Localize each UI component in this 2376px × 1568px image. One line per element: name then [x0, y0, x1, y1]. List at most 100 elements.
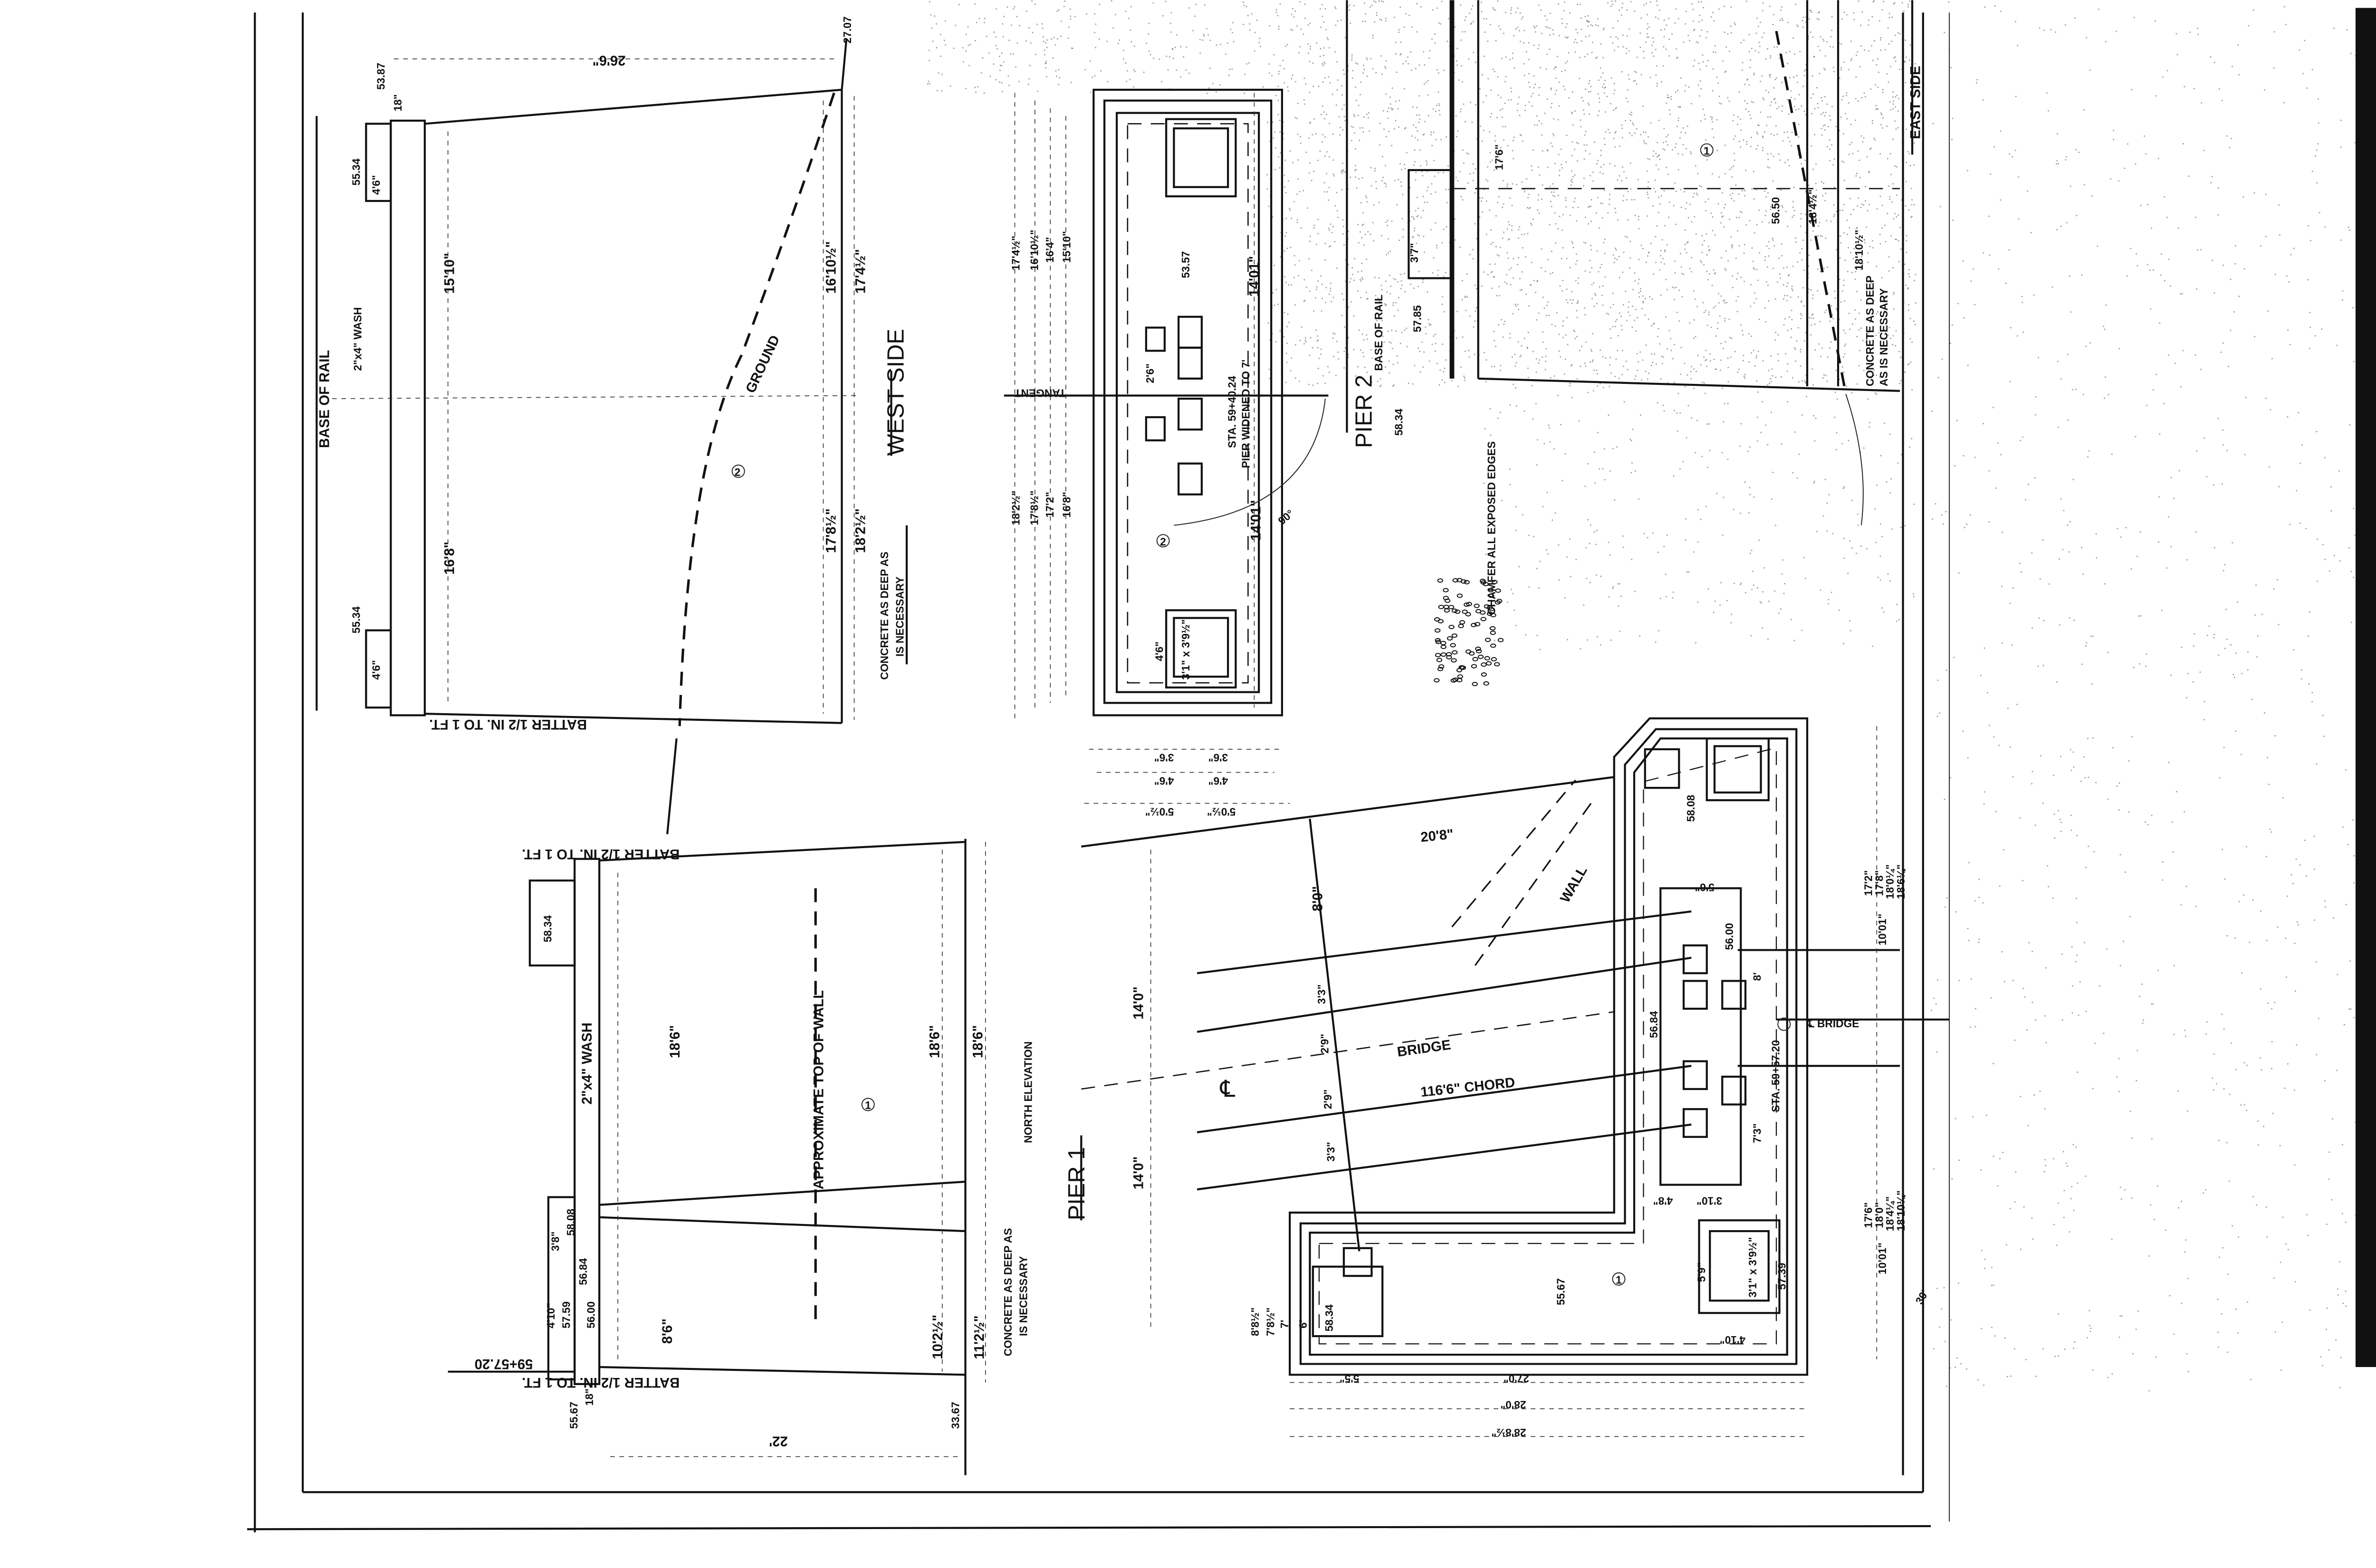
speckle-dot	[2154, 1219, 2156, 1220]
speckle-dot	[2070, 311, 2072, 313]
speckle-dot	[1844, 259, 1846, 261]
speckle-dot	[1658, 169, 1659, 170]
speckle-dot	[1751, 101, 1753, 103]
speckle-dot	[1667, 244, 1668, 246]
speckle-dot	[1944, 799, 1945, 800]
speckle-dot	[1761, 602, 1762, 604]
speckle-dot	[1894, 165, 1896, 167]
speckle-dot	[2206, 476, 2208, 478]
speckle-dot	[1490, 24, 1491, 25]
speckle-dot	[1619, 10, 1620, 11]
east-side-title: EAST SIDE	[1908, 66, 1923, 139]
speckle-dot	[1855, 271, 1857, 273]
speckle-dot	[1591, 284, 1593, 286]
speckle-dot	[1007, 75, 1009, 77]
speckle-dot	[1826, 530, 1828, 532]
speckle-dot	[1403, 88, 1405, 90]
speckle-dot	[978, 18, 980, 19]
speckle-dot	[1791, 619, 1792, 621]
dim: 3'1" x 3'9½"	[1746, 1237, 1759, 1298]
speckle-dot	[1876, 374, 1878, 376]
speckle-dot	[1808, 317, 1810, 318]
speckle-dot	[1589, 259, 1590, 261]
dim: 16'10½"	[824, 241, 839, 294]
speckle-dot	[1390, 342, 1392, 344]
speckle-dot	[1600, 76, 1602, 78]
speckle-dot	[1908, 273, 1910, 275]
speckle-dot	[2045, 1165, 2046, 1166]
speckle-dot	[2283, 6, 2285, 8]
speckle-dot	[1363, 244, 1365, 246]
speckle-dot	[1599, 101, 1600, 103]
speckle-dot	[1517, 341, 1519, 343]
speckle-dot	[1682, 154, 1683, 155]
speckle-dot	[1542, 341, 1544, 343]
speckle-dot	[1494, 457, 1495, 459]
speckle-dot	[1892, 103, 1894, 105]
speckle-dot	[1315, 329, 1317, 331]
speckle-dot	[1705, 360, 1706, 361]
speckle-dot	[1834, 214, 1836, 216]
speckle-dot	[1438, 105, 1440, 106]
speckle-dot	[1804, 75, 1805, 76]
speckle-dot	[1510, 87, 1512, 89]
speckle-dot	[1781, 110, 1783, 112]
speckle-dot	[1754, 365, 1756, 367]
speckle-dot	[1775, 125, 1777, 127]
speckle-dot	[1659, 203, 1661, 205]
speckle-dot	[1639, 351, 1641, 353]
speckle-dot	[1323, 55, 1324, 56]
speckle-dot	[1881, 536, 1883, 537]
speckle-dot	[2140, 205, 2142, 206]
speckle-dot	[1565, 197, 1567, 199]
speckle-dot	[1356, 187, 1358, 189]
speckle-dot	[1528, 193, 1530, 195]
speckle-dot	[1891, 40, 1892, 42]
speckle-dot	[1002, 91, 1003, 93]
speckle-dot	[1576, 378, 1578, 380]
speckle-dot	[1782, 207, 1783, 208]
speckle-dot	[1889, 580, 1891, 582]
speckle-dot	[1351, 301, 1352, 303]
speckle-dot	[1993, 146, 1995, 148]
chamfer-aggregate-dot	[1440, 641, 1447, 645]
speckle-dot	[1850, 124, 1852, 125]
speckle-dot	[1910, 124, 1912, 126]
speckle-dot	[1876, 64, 1878, 66]
speckle-dot	[1361, 277, 1363, 278]
speckle-dot	[1908, 363, 1910, 364]
speckle-dot	[1655, 48, 1657, 50]
speckle-dot	[1682, 127, 1684, 129]
speckle-dot	[1710, 16, 1712, 18]
speckle-dot	[1516, 264, 1518, 265]
speckle-dot	[2015, 96, 2017, 97]
speckle-dot	[2285, 937, 2287, 939]
speckle-dot	[1824, 311, 1826, 313]
speckle-dot	[1833, 216, 1835, 217]
speckle-dot	[1404, 273, 1405, 274]
speckle-dot	[1424, 121, 1426, 123]
dim: 4'6"	[370, 175, 383, 195]
speckle-dot	[2217, 1299, 2219, 1300]
speckle-dot	[1350, 176, 1351, 178]
speckle-dot	[1786, 295, 1788, 296]
speckle-dot	[2307, 1234, 2309, 1236]
speckle-dot	[2182, 350, 2184, 352]
speckle-dot	[1702, 244, 1703, 246]
speckle-dot	[1702, 382, 1704, 383]
speckle-dot	[1569, 382, 1571, 384]
speckle-dot	[1894, 239, 1896, 240]
speckle-dot	[1824, 129, 1826, 131]
speckle-dot	[1994, 1335, 1996, 1337]
speckle-dot	[2273, 67, 2275, 69]
speckle-dot	[2221, 1013, 2223, 1015]
speckle-dot	[1752, 260, 1754, 262]
speckle-dot	[1364, 233, 1366, 235]
speckle-dot	[1517, 103, 1519, 105]
speckle-dot	[1659, 10, 1660, 11]
speckle-dot	[1694, 298, 1696, 300]
speckle-dot	[1422, 210, 1424, 211]
speckle-dot	[1527, 332, 1529, 334]
speckle-dot	[1586, 20, 1588, 21]
speckle-dot	[1827, 267, 1828, 268]
